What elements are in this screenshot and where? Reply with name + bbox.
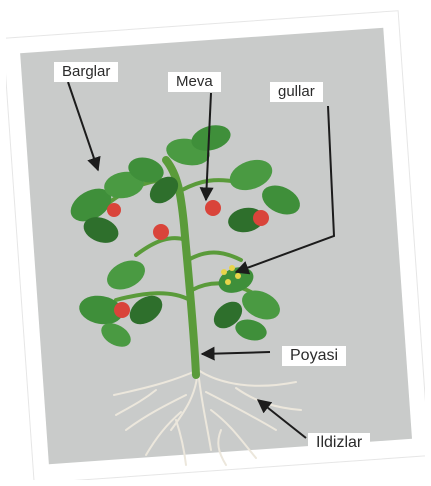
photo-background (20, 28, 412, 464)
plant-photo-card: Barglar Meva gullar Poyasi Ildizlar (6, 10, 425, 480)
label-barglar: Barglar (54, 62, 118, 82)
label-gullar: gullar (270, 82, 323, 102)
label-meva: Meva (168, 72, 221, 92)
label-poyasi: Poyasi (282, 346, 346, 366)
label-ildizlar: Ildizlar (308, 433, 370, 453)
